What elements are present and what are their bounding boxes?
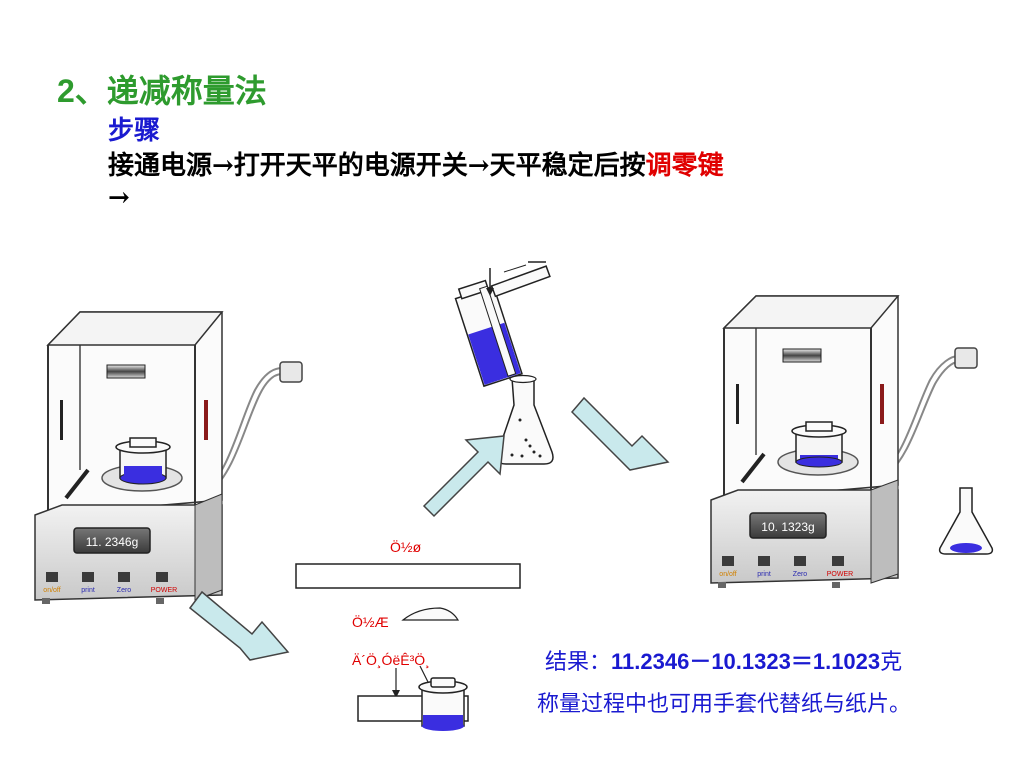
paper-strip-icon [295, 563, 521, 589]
balance-right: 10. 1323g on/off print Zero POWER [710, 295, 978, 588]
result-line: 结果：11.2346－10.1323＝1.1023克 [545, 644, 902, 676]
paper-label: Ö½ø [390, 538, 422, 555]
power-plug-icon [954, 347, 978, 369]
steps-continuation: → [108, 183, 130, 213]
right-btn-print: print [757, 571, 771, 578]
power-plug-icon [279, 361, 303, 383]
weighing-bottle-icon [791, 421, 847, 468]
right-btn-power: POWER [827, 571, 853, 578]
steps-main: 接通电源→打开天平的电源开关→天平稳定后按 [108, 151, 646, 181]
left-btn-onoff: on/off [43, 587, 60, 594]
result-prefix: 结果： [545, 650, 612, 675]
title-text: 、递减称量法 [74, 72, 267, 110]
result-unit: 克 [880, 650, 903, 675]
balance-left: 11. 2346g on/off print Zero POWER [34, 311, 303, 604]
result-expression: 11.2346－10.1323＝1.1023 [611, 649, 881, 674]
paper-piece-icon [401, 607, 460, 621]
steps-text: 接通电源→打开天平的电源开关→天平稳定后按调零键 [108, 145, 724, 182]
left-button-row: on/off print Zero POWER [43, 572, 177, 594]
arrow-down-right-icon [570, 396, 670, 471]
right-button-row: on/off print Zero POWER [719, 556, 853, 578]
fingers-label: Ä´Ö¸ÓëÊ³Ö¸ [352, 651, 430, 668]
top-handle-icon [106, 364, 146, 379]
weighing-bottle-icon [115, 437, 171, 485]
title-number: 2 [57, 73, 75, 109]
left-btn-power: POWER [151, 587, 177, 594]
flask-icon [496, 377, 554, 465]
right-display-readout: 10. 1323g [761, 520, 814, 534]
right-btn-zero: Zero [793, 571, 808, 578]
top-handle-icon [782, 348, 822, 363]
slide-title: 2、递减称量法 [57, 66, 267, 112]
left-btn-zero: Zero [117, 587, 132, 594]
pouring-illustration [454, 261, 554, 465]
arrow-down-right-icon [188, 590, 290, 661]
right-btn-onoff: on/off [719, 571, 736, 578]
left-btn-print: print [81, 587, 95, 594]
subtitle-steps: 步骤 [108, 116, 161, 146]
note-line: 称量过程中也可用手套代替纸与纸片。 [537, 692, 912, 717]
flask-small-icon [938, 487, 994, 555]
steps-highlight: 调零键 [645, 151, 724, 181]
left-display-readout: 11. 2346g [86, 535, 139, 549]
arrow-up-right-icon [422, 435, 505, 518]
paper-piece-label: Ö½Æ [352, 613, 389, 630]
held-bottle-icon [418, 677, 468, 731]
